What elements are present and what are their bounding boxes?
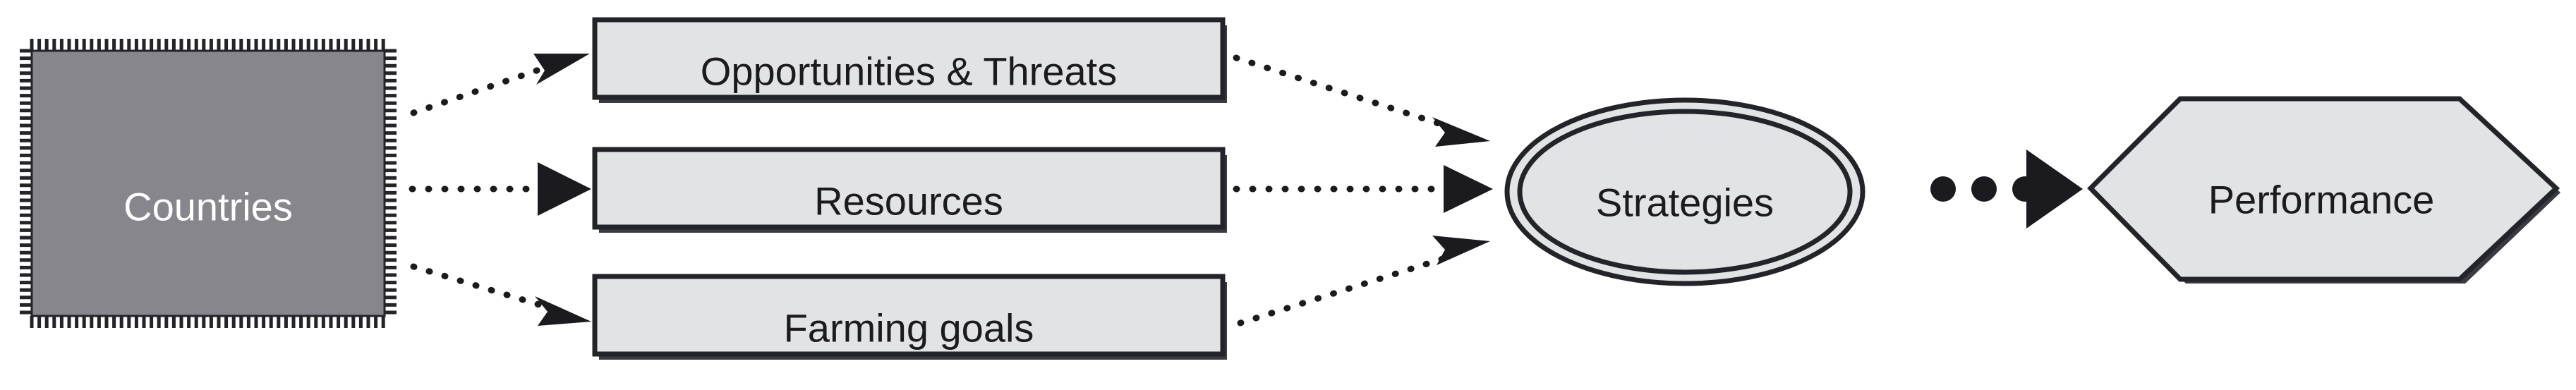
node-resources[interactable]: Resources — [592, 147, 1227, 233]
strategies-inner-ring — [1517, 109, 1853, 275]
farming-goals-label: Farming goals — [784, 305, 1034, 350]
farming-goals-body — [592, 274, 1226, 357]
arrowhead-icon — [2026, 150, 2083, 228]
connector-farming-goals-to-strategies[interactable] — [1237, 236, 1490, 327]
connector-dot — [1971, 176, 1997, 202]
countries-fringe-border — [20, 39, 397, 328]
arrowhead-icon — [535, 296, 591, 326]
connector-opportunities-to-strategies[interactable] — [1233, 54, 1490, 147]
connector-countries-to-farming-goals[interactable] — [410, 263, 591, 326]
resources-label: Resources — [814, 178, 1003, 223]
performance-label: Performance — [2208, 177, 2435, 221]
connector-countries-to-opportunities[interactable] — [410, 54, 590, 116]
countries-outline — [30, 49, 386, 317]
node-farming-goals[interactable]: Farming goals — [592, 274, 1227, 360]
countries-label: Countries — [123, 184, 293, 228]
arrowhead-icon — [1444, 165, 1493, 213]
node-strategies[interactable]: Strategies — [1504, 97, 1866, 286]
connector-line — [410, 61, 557, 116]
node-performance[interactable]: Performance — [2087, 96, 2560, 284]
opportunities-threats-label: Opportunities & Threats — [701, 49, 1117, 93]
connector-countries-to-resources[interactable] — [409, 162, 591, 216]
node-opportunities-threats[interactable]: Opportunities & Threats — [592, 17, 1227, 103]
connector-dot — [1930, 176, 1956, 202]
countries-body — [32, 51, 385, 316]
connector-strategies-to-performance[interactable] — [1930, 150, 2083, 228]
arrowhead-icon — [538, 162, 591, 216]
arrowhead-icon — [533, 54, 590, 85]
connector-line — [1237, 255, 1449, 327]
strategies-label: Strategies — [1596, 180, 1774, 224]
connector-resources-to-strategies[interactable] — [1233, 165, 1493, 213]
connector-line — [410, 263, 557, 312]
arrowhead-icon — [1432, 117, 1490, 147]
resources-body — [592, 147, 1226, 230]
performance-body — [2087, 96, 2560, 282]
connector-line — [1233, 54, 1449, 129]
arrowhead-icon — [1432, 236, 1490, 265]
opportunities-threats-body — [592, 17, 1226, 100]
node-countries[interactable]: Countries — [20, 39, 397, 328]
